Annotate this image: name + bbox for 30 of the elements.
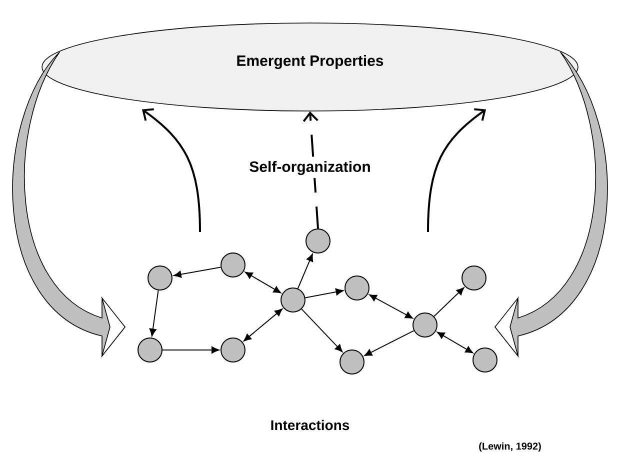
arrow: [369, 294, 413, 319]
arrow: [244, 272, 282, 294]
circle-node: [220, 252, 246, 278]
circle-node: [148, 266, 172, 290]
citation: (Lewin, 1992): [479, 442, 541, 452]
arrow: [149, 290, 159, 336]
circle-node: [280, 288, 306, 312]
arrow: [301, 308, 343, 352]
circle-node: [220, 338, 246, 362]
arrow: [364, 330, 414, 356]
arrow: [427, 108, 486, 232]
arrow: [243, 308, 283, 342]
arrow: [142, 108, 201, 232]
circle-node: [462, 266, 486, 290]
arrow: [162, 346, 220, 354]
curved-block-arrow: [12, 52, 126, 358]
curved-block-arrow: [494, 52, 608, 358]
circle-node: [412, 312, 438, 338]
arrow: [434, 287, 464, 317]
arrow: [436, 332, 474, 354]
circle-node: [138, 338, 162, 362]
circle-node: [344, 276, 370, 300]
arrow: [297, 254, 314, 289]
circle-node: [472, 348, 498, 372]
circle-node: [340, 350, 364, 374]
caption: Interactions: [271, 420, 350, 430]
arrow: [174, 266, 222, 278]
circle-node: [306, 228, 330, 254]
edge-label: Self-organization: [250, 160, 370, 176]
arrow: [304, 288, 344, 298]
